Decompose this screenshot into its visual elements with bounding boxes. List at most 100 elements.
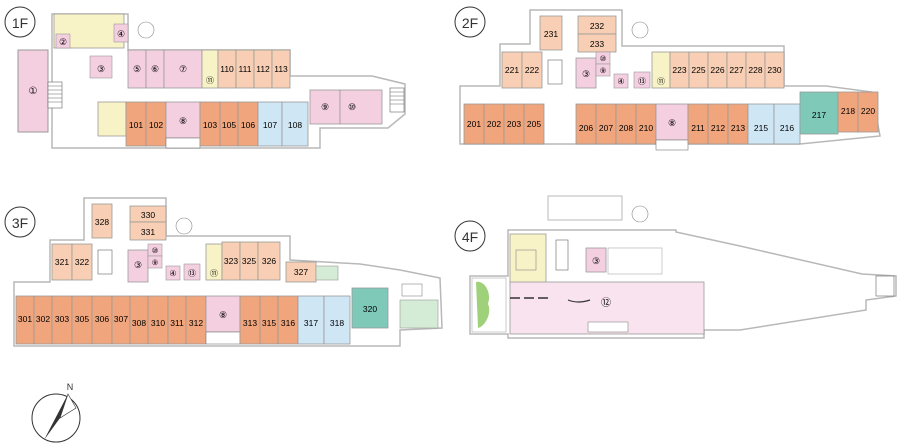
room-label-232: 232 <box>590 21 604 31</box>
room-label-4f-3: ③ <box>592 256 600 266</box>
stairs-3f-east <box>401 283 423 297</box>
room-label-313: 313 <box>243 318 257 328</box>
room-label-1f-9: ⑨ <box>321 102 329 112</box>
room-label-323: 323 <box>224 256 238 266</box>
room-label-312: 312 <box>189 318 203 328</box>
terrace-3f <box>399 299 439 329</box>
room-326 <box>257 241 281 281</box>
room-label-112: 112 <box>256 64 270 74</box>
room-label-230: 230 <box>767 65 781 75</box>
room-1f-2 <box>55 33 71 49</box>
room-label-203: 203 <box>507 119 521 129</box>
room-label-217: 217 <box>812 110 826 120</box>
room-label-325: 325 <box>242 256 256 266</box>
room-label-330: 330 <box>141 210 155 220</box>
spiral-stair-1f <box>137 21 155 39</box>
lobby-4f <box>509 233 547 287</box>
room-label-315: 315 <box>262 318 276 328</box>
stairs-2f-west <box>547 59 563 85</box>
room-220 <box>857 91 879 133</box>
room-label-307: 307 <box>114 314 128 324</box>
room-label-322: 322 <box>75 257 89 267</box>
room-label-221: 221 <box>505 65 519 75</box>
room-label-3f-4: ④ <box>169 269 176 278</box>
room-label-102: 102 <box>149 120 163 130</box>
room-318 <box>323 295 351 345</box>
building-outline-2f <box>459 9 881 145</box>
room-322 <box>71 243 93 281</box>
room-label-2f-11: ⑪ <box>657 77 665 86</box>
room-label-218: 218 <box>841 106 855 116</box>
room-331 <box>129 221 167 241</box>
service-block-1f <box>53 13 125 49</box>
spiral-stair-4f <box>631 205 649 223</box>
compass-north-label: N <box>67 382 74 392</box>
room-label-305: 305 <box>75 314 89 324</box>
room-label-310: 310 <box>151 318 165 328</box>
room-label-211: 211 <box>691 123 705 133</box>
room-230 <box>764 51 785 89</box>
room-label-103: 103 <box>203 120 217 130</box>
room-label-3f-10: ⑩ <box>152 246 159 255</box>
south-stairs-3f <box>205 331 241 345</box>
floor-badge-3f <box>4 206 36 238</box>
room-label-1f-10: ⑩ <box>348 102 356 112</box>
room-label-3f-9: ⑨ <box>152 258 159 267</box>
room-label-202: 202 <box>487 119 501 129</box>
room-108 <box>281 101 309 147</box>
room-label-302: 302 <box>36 314 50 324</box>
floor-3f: 3F 328 330 331 321 322 ③ ⑩ ⑨ ④ ⑬ ⑪ 323 3… <box>4 197 443 347</box>
floor-1f: 1F ① ② ③ ④ ⑤ ⑥ ⑦ ⑪ 110 111 112 <box>4 6 406 149</box>
room-label-311: 311 <box>170 318 184 328</box>
room-215 <box>747 103 775 145</box>
room-1f-8 <box>165 101 201 139</box>
room-label-3f-13: ⑬ <box>188 269 196 278</box>
room-label-320: 320 <box>363 304 377 314</box>
floor-4f: 4F ③ ⑫ <box>454 195 897 339</box>
room-label-318: 318 <box>330 318 344 328</box>
room-label-1f-8: ⑧ <box>179 116 187 126</box>
room-label-106: 106 <box>241 120 255 130</box>
room-label-2f-4: ④ <box>617 77 624 86</box>
room-222 <box>521 51 543 89</box>
room-1f-4 <box>113 23 129 43</box>
room-label-3f-11: ⑪ <box>210 269 218 278</box>
room-label-2f-8: ⑧ <box>668 118 676 128</box>
room-label-215: 215 <box>754 123 768 133</box>
room-label-210: 210 <box>639 123 653 133</box>
room-1f-1 <box>17 49 49 133</box>
garden-4f <box>476 281 490 328</box>
spiral-stair-2f <box>631 21 649 39</box>
room-label-1f-1: ① <box>29 86 38 97</box>
room-231 <box>539 15 563 51</box>
compass-needle-icon <box>44 394 68 440</box>
room-label-226: 226 <box>710 65 724 75</box>
rooftop-structure <box>547 195 623 221</box>
stairs-3f-west <box>97 249 113 275</box>
lounge-1f <box>97 101 127 137</box>
room-label-233: 233 <box>590 39 604 49</box>
room-label-2f-10: ⑩ <box>600 54 607 63</box>
building-outline-4f <box>469 229 897 339</box>
room-label-205: 205 <box>527 119 541 129</box>
stairs-4f <box>555 239 569 271</box>
room-label-1f-2: ② <box>59 37 67 47</box>
floor-badge-4f <box>454 220 486 252</box>
room-label-201: 201 <box>467 119 481 129</box>
room-320 <box>351 287 389 329</box>
floor-badge-1f <box>4 6 36 38</box>
room-label-331: 331 <box>141 227 155 237</box>
room-label-101: 101 <box>129 120 143 130</box>
room-label-1f-7: ⑦ <box>179 64 187 74</box>
room-label-111: 111 <box>239 64 252 74</box>
room-label-317: 317 <box>304 318 318 328</box>
room-label-220: 220 <box>861 106 875 116</box>
room-label-328: 328 <box>95 217 109 227</box>
room-label-301: 301 <box>18 314 32 324</box>
room-label-308: 308 <box>132 318 146 328</box>
room-label-2f-9: ⑨ <box>600 66 607 75</box>
stage-4f <box>587 321 629 333</box>
room-label-303: 303 <box>55 314 69 324</box>
floor-label-2f: 2F <box>462 15 478 31</box>
